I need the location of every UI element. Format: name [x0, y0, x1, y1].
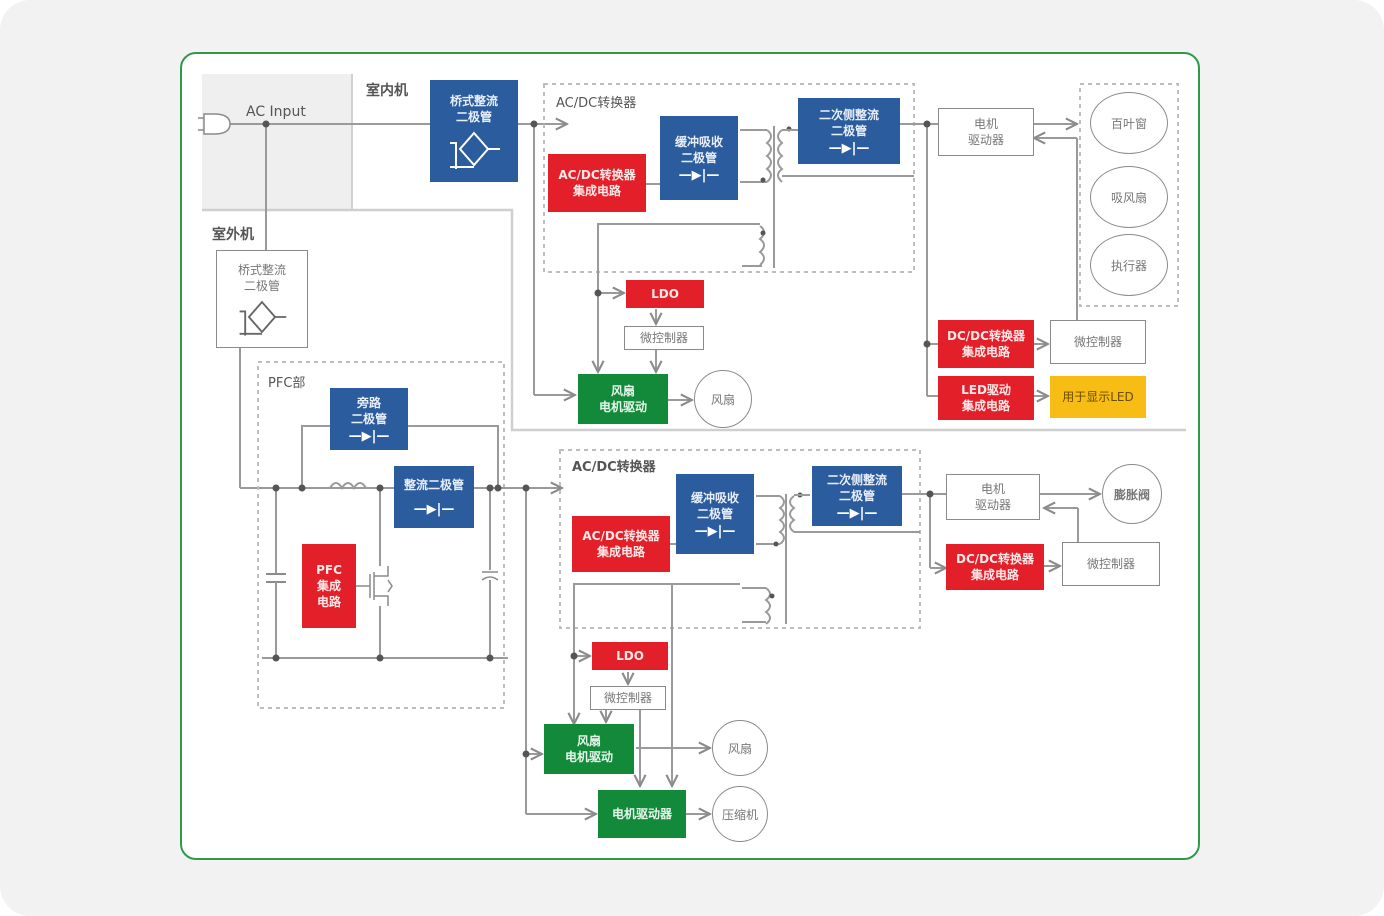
outdoor-secondary-rectifier: 二次侧整流 二极管 —▶|—	[812, 466, 902, 526]
block-label: 整流二极管	[403, 478, 464, 492]
actuator-node: 执行器	[1090, 234, 1168, 296]
block-label: 电机	[980, 482, 1005, 496]
block-label: 二极管	[830, 123, 867, 138]
outdoor-snubber-diode: 缓冲吸收 二极管 —▶|—	[676, 474, 754, 554]
blower-node: 吸风扇	[1090, 166, 1168, 228]
acdc-converter-outdoor-frame	[559, 449, 921, 629]
indoor-fan-node: 风扇	[694, 370, 752, 428]
block-label: DC/DC转换器	[956, 552, 1034, 566]
indoor-motor-driver: 电机 驱动器	[938, 108, 1034, 156]
inductor-icon	[329, 482, 367, 490]
block-label: 二次侧整流	[826, 472, 887, 487]
indoor-acdc-ic: AC/DC转换器 集成电路	[548, 154, 646, 212]
pfc-rectifier-diode: 整流二极管 —▶|—	[394, 466, 474, 528]
ac-input-label: AC Input	[246, 104, 306, 120]
indoor-bridge-rectifier: 桥式整流 二极管	[430, 80, 518, 182]
block-label: LED驱动	[961, 383, 1011, 397]
compressor-node: 压缩机	[712, 786, 768, 842]
acdc-converter-outdoor-label: AC/DC转换器	[572, 460, 656, 475]
plug-icon	[203, 113, 231, 135]
block-label: 二极管	[680, 150, 717, 165]
indoor-led-driver-ic: LED驱动 集成电路	[938, 376, 1034, 420]
outdoor-fan-node: 风扇	[712, 720, 768, 776]
acdc-converter-indoor-frame	[543, 83, 915, 273]
peripheral-frame	[1079, 83, 1179, 307]
block-label: 电机驱动	[564, 750, 613, 764]
wiring-layer	[198, 74, 1186, 858]
outdoor-fan-motor-driver: 风扇 电机驱动	[544, 724, 634, 774]
block-label: 电机驱动	[598, 400, 647, 414]
expansion-valve-node: 膨胀阀	[1102, 464, 1162, 524]
block-label: PFC	[316, 563, 342, 577]
diode-icon: —▶|—	[348, 428, 390, 444]
indoor-unit-label: 室内机	[366, 83, 408, 99]
block-label: 风扇	[610, 384, 635, 398]
block-label: 驱动器	[967, 133, 1004, 147]
bridge-rectifier-icon	[450, 131, 500, 169]
compressor-driver: 电机驱动器	[598, 790, 686, 838]
block-label: AC/DC转换器	[582, 529, 660, 543]
block-label: 驱动器	[974, 498, 1011, 512]
indoor-outdoor-divider	[202, 208, 1186, 432]
indoor-microcontroller-right: 微控制器	[1050, 320, 1146, 364]
outdoor-unit-label: 室外机	[212, 227, 254, 243]
block-label: 旁路	[356, 395, 381, 410]
block-label: 风扇	[576, 734, 601, 748]
block-label: 二极管	[350, 411, 387, 426]
block-label: 桥式整流	[237, 263, 286, 277]
indoor-microcontroller: 微控制器	[624, 326, 704, 350]
block-label: 桥式整流	[449, 94, 498, 108]
electrolytic-cap-icon	[481, 571, 499, 581]
louver-node: 百叶窗	[1090, 92, 1168, 154]
block-label: 集成电路	[572, 184, 621, 198]
outdoor-microcontroller-right: 微控制器	[1062, 542, 1160, 586]
outdoor-motor-driver: 电机 驱动器	[946, 474, 1040, 520]
diode-icon: —▶|—	[678, 167, 720, 183]
indoor-ldo: LDO	[626, 280, 704, 308]
diode-icon: —▶|—	[836, 505, 878, 521]
pfc-ic: PFC 集成 电路	[302, 544, 356, 628]
outdoor-acdc-ic: AC/DC转换器 集成电路	[572, 516, 670, 572]
bypass-diode: 旁路 二极管 —▶|—	[330, 388, 408, 450]
block-label: 二极管	[243, 279, 280, 293]
block-label: 缓冲吸收	[690, 490, 739, 505]
outdoor-microcontroller: 微控制器	[590, 686, 666, 710]
outdoor-dcdc-ic: DC/DC转换器 集成电路	[946, 544, 1044, 590]
block-label: 缓冲吸收	[674, 134, 723, 149]
block-label: AC/DC转换器	[558, 168, 636, 182]
diagram-card: AC Input 室内机 室外机 PFC部 AC/DC转换器 AC/DC转换器 …	[180, 52, 1200, 860]
block-label: 二极管	[696, 506, 733, 521]
block-label: 集成电路	[961, 399, 1010, 413]
mosfet-icon	[362, 566, 393, 606]
pfc-section-label: PFC部	[268, 376, 306, 391]
indoor-dcdc-ic: DC/DC转换器 集成电路	[938, 320, 1034, 368]
indoor-snubber-diode: 缓冲吸收 二极管 —▶|—	[660, 116, 738, 200]
block-label: 二极管	[455, 110, 492, 124]
block-label: 二次侧整流	[818, 107, 879, 122]
block-label: 集成电路	[961, 345, 1010, 359]
bridge-rectifier-icon	[239, 300, 287, 336]
indoor-fan-motor-driver: 风扇 电机驱动	[578, 374, 668, 424]
display-led: 用于显示LED	[1050, 376, 1146, 418]
block-label: 集成电路	[970, 568, 1019, 582]
diode-icon: —▶|—	[828, 140, 870, 156]
block-label: 电路	[316, 595, 341, 609]
ac-input-zone	[202, 74, 352, 209]
pfc-frame	[257, 361, 505, 709]
block-label: 二极管	[838, 488, 875, 503]
indoor-secondary-rectifier: 二次侧整流 二极管 —▶|—	[798, 98, 900, 164]
transformer-icon	[765, 129, 772, 183]
outdoor-ldo: LDO	[592, 642, 668, 670]
diode-icon: —▶|—	[694, 523, 736, 539]
block-label: 集成	[316, 579, 341, 593]
block-label: 集成电路	[596, 545, 645, 559]
diode-icon: —▶|—	[413, 502, 455, 517]
block-label: DC/DC转换器	[947, 329, 1025, 343]
outdoor-bridge-rectifier: 桥式整流 二极管	[216, 250, 308, 348]
block-label: 电机	[973, 117, 998, 131]
acdc-converter-indoor-label: AC/DC转换器	[556, 96, 637, 111]
